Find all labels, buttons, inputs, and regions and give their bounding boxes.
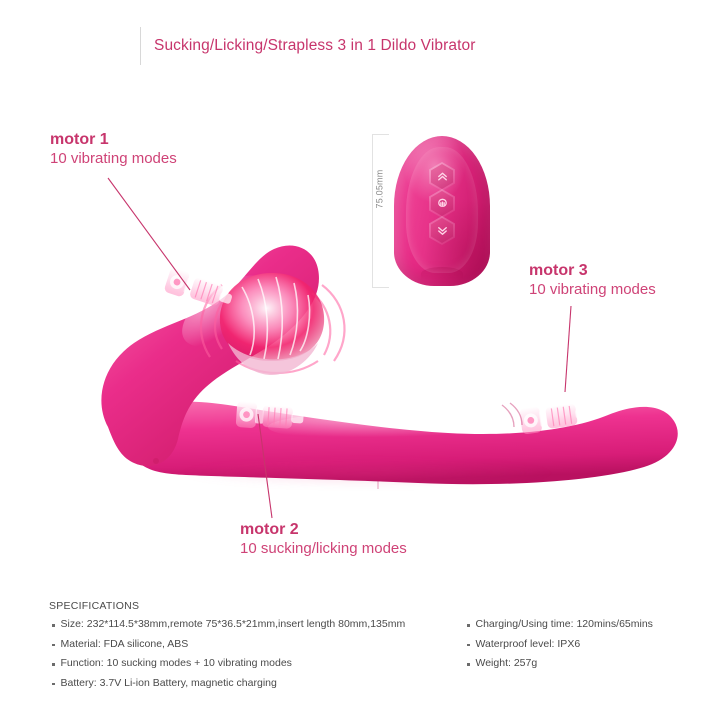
spec-item: Battery: 3.7V Li-ion Battery, magnetic c… [49, 676, 464, 689]
bullet-icon [467, 663, 470, 666]
spec-item: Weight: 257g [464, 658, 689, 669]
callout-motor-3-title: motor 3 [529, 262, 588, 279]
spec-item-text: Material: FDA silicone, ABS [60, 637, 189, 650]
spec-item-text: Waterproof level: IPX6 [475, 637, 581, 650]
page-title-text: Sucking/Licking/Strapless 3 in 1 Dildo V… [154, 37, 476, 54]
remote-body [394, 136, 490, 286]
spec-item: Waterproof level: IPX6 [464, 637, 689, 650]
charging-port [153, 458, 159, 464]
callout-motor-2-title: motor 2 [240, 521, 299, 538]
bullet-icon [52, 624, 55, 627]
callout-motor-2: motor 2 10 sucking/licking modes [240, 521, 407, 558]
spec-item-text: Weight: 257g [475, 657, 538, 669]
remote-control: 75.05mm [372, 132, 498, 292]
spec-item-text: Size: 232*114.5*38mm,remote 75*36.5*21mm… [60, 618, 406, 630]
callout-motor-1-title: motor 1 [50, 131, 109, 148]
chevron-up-double-icon[interactable] [429, 162, 455, 191]
specifications-left-column: Size: 232*114.5*38mm,remote 75*36.5*21mm… [49, 619, 464, 697]
shaft-highlight [268, 411, 548, 443]
specifications-heading: SPECIFICATIONS [49, 600, 140, 612]
callout-motor-3-subtitle: 10 vibrating modes [529, 280, 656, 298]
title-accent-rule [140, 27, 141, 65]
remote-dimension-bracket [372, 134, 389, 288]
spec-item: Material: FDA silicone, ABS [49, 637, 464, 650]
spec-item-text: Function: 10 sucking modes + 10 vibratin… [60, 657, 292, 669]
remote-dimension-label: 75.05mm [374, 169, 385, 209]
spec-item: Size: 232*114.5*38mm,remote 75*36.5*21mm… [49, 619, 464, 630]
callout-motor-2-subtitle: 10 sucking/licking modes [240, 539, 407, 557]
callout-motor-3: motor 3 10 vibrating modes [529, 262, 656, 299]
page-title: Sucking/Licking/Strapless 3 in 1 Dildo V… [140, 26, 475, 66]
specifications-right-column: Charging/Using time: 120mins/65mins Wate… [464, 619, 689, 678]
suction-head [219, 273, 325, 375]
remote-bottom-notch [420, 266, 464, 280]
bullet-icon [467, 624, 470, 627]
bullet-icon [467, 643, 470, 646]
callout-motor-1: motor 1 10 vibrating modes [50, 131, 177, 168]
spec-item: Charging/Using time: 120mins/65mins [464, 619, 689, 630]
bullet-icon [52, 663, 55, 666]
chevron-down-double-icon[interactable] [429, 216, 455, 245]
spec-item-text: Battery: 3.7V Li-ion Battery, magnetic c… [60, 676, 277, 689]
product-shadow [96, 452, 636, 494]
sucking-mode-icon[interactable] [429, 189, 455, 218]
callout-motor-1-subtitle: 10 vibrating modes [50, 149, 177, 167]
remote-button-stack [429, 162, 455, 245]
motor-module-3 [519, 403, 588, 435]
motor-module-2 [235, 401, 304, 429]
specifications-block: SPECIFICATIONS Size: 232*114.5*38mm,remo… [49, 600, 689, 697]
shaft-ridges [501, 402, 523, 428]
spec-item-text: Charging/Using time: 120mins/65mins [475, 618, 653, 630]
spec-item: Function: 10 sucking modes + 10 vibratin… [49, 658, 464, 669]
bullet-icon [52, 643, 55, 646]
bullet-icon [52, 682, 55, 685]
